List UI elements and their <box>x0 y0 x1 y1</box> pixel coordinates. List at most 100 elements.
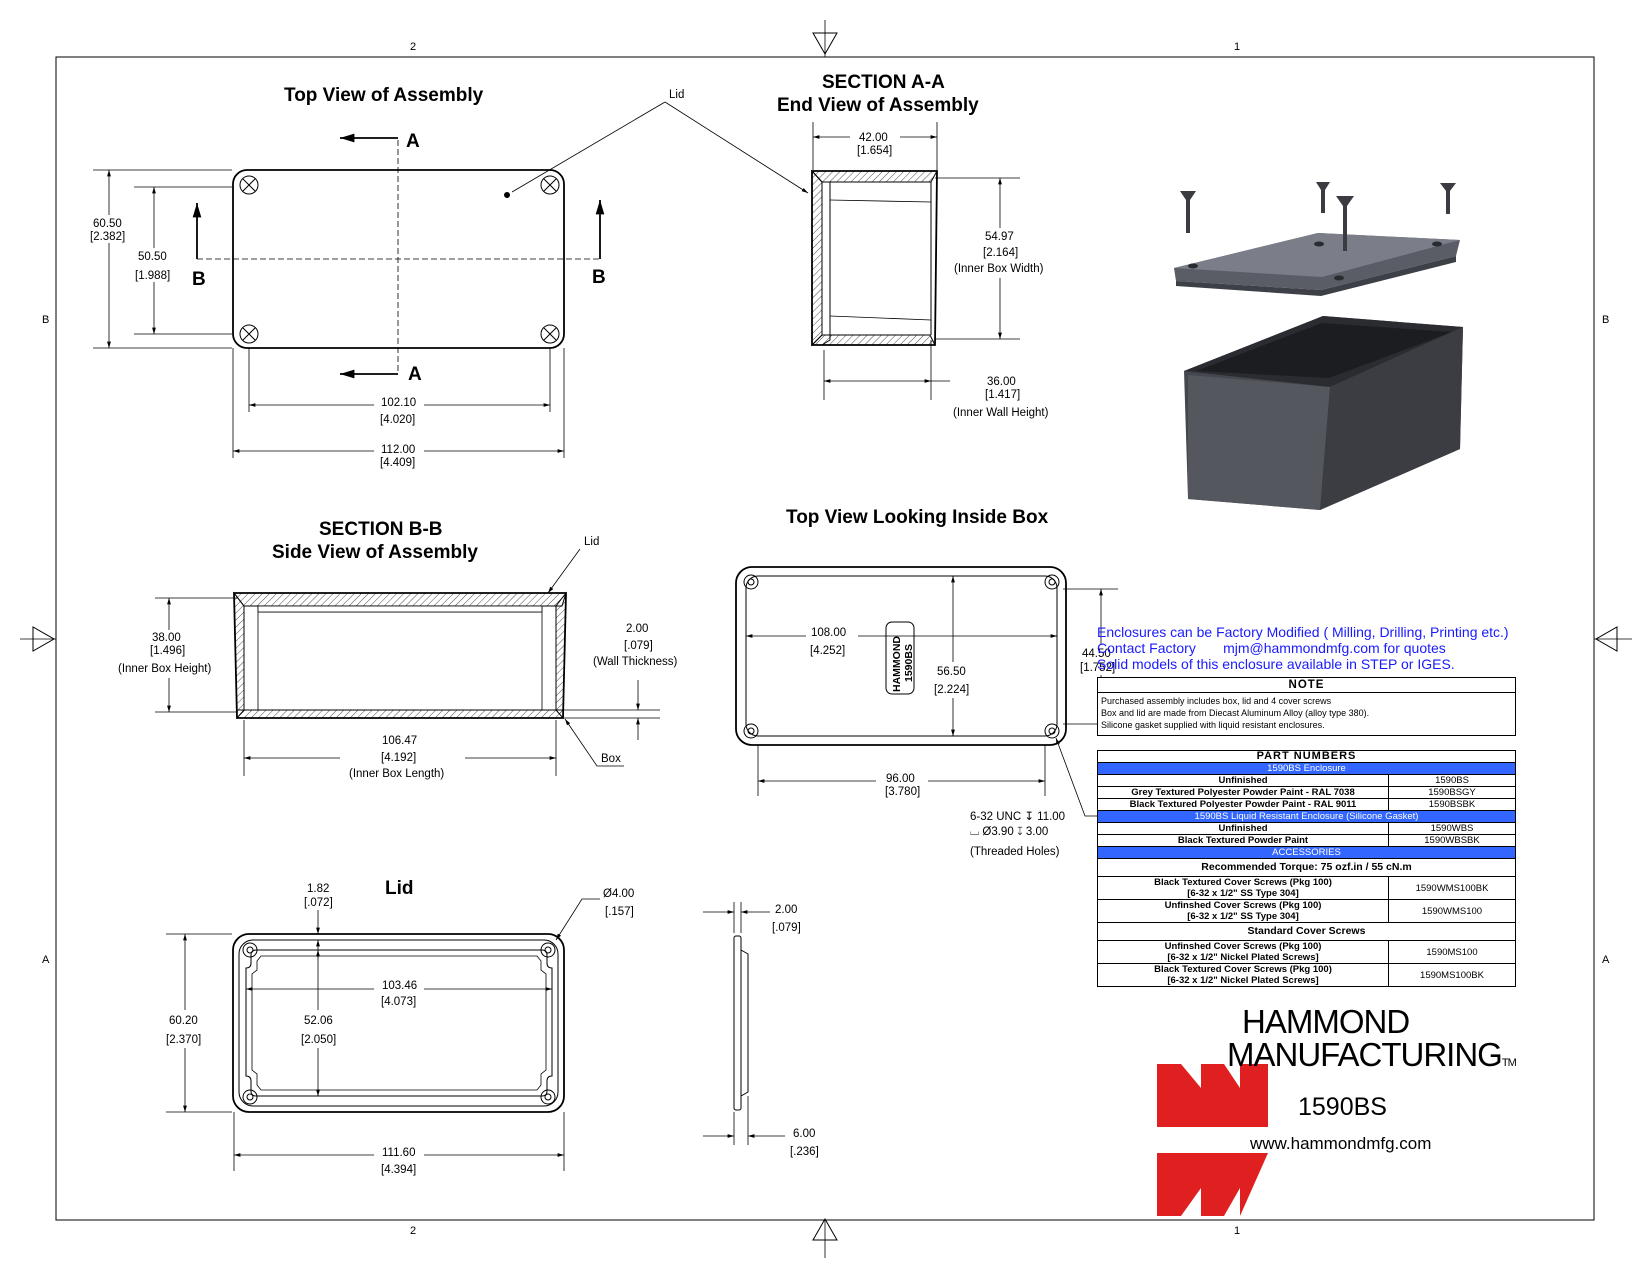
note-header: NOTE <box>1098 678 1515 693</box>
std-spec: [6-32 x 1/2" Nickel Plated Screws] <box>1167 952 1319 963</box>
part-label: Unfinished <box>1097 774 1389 787</box>
torque-spec: Recommended Torque: 75 ozf.in / 55 cN.m <box>1097 858 1516 877</box>
brand-line-1: HAMMOND <box>1242 1003 1410 1040</box>
zone-left-upper: B <box>42 314 49 326</box>
trademark: TM <box>1501 1057 1517 1069</box>
lid-dim-height-value: 60.20 <box>169 1015 198 1027</box>
lid-dim-height-inch: [2.370] <box>166 1034 201 1046</box>
note-line: Purchased assembly includes box, lid and… <box>1101 696 1332 706</box>
section-aa-title2: End View of Assembly <box>777 95 979 116</box>
part-label: Black Textured Polyester Powder Paint - … <box>1097 798 1389 811</box>
sec-aa-dim-wall-note: (Inner Wall Height) <box>953 407 1049 419</box>
dim-length-inch: [4.409] <box>380 457 415 469</box>
dim-length-value: 112.00 <box>381 444 415 456</box>
sec-aa-dim-wall-inch: [1.417] <box>985 389 1020 401</box>
zone-top-right: 1 <box>1234 41 1240 53</box>
lid-dim-inner-h-value: 52.06 <box>304 1015 333 1027</box>
lid-dim-inner-len-value: 103.46 <box>382 980 417 992</box>
part-numbers-table: PART NUMBERS 1590BS Enclosure Unfinished… <box>1097 750 1516 987</box>
inside-dim-hole-w-inch: [3.780] <box>885 786 920 798</box>
parts-group-enclosure: 1590BS Enclosure <box>1097 762 1516 775</box>
sec-bb-dim-length-value: 106.47 <box>382 735 417 747</box>
std-spec: [6-32 x 1/2" Nickel Plated Screws] <box>1167 975 1319 986</box>
table-row: Grey Textured Polyester Powder Paint - R… <box>1097 786 1516 799</box>
brand-line-2: MANUFACTURINGTM <box>1227 1036 1517 1074</box>
lid-dim-rim-value: 1.82 <box>307 883 329 895</box>
sec-aa-dim-width-note: (Inner Box Width) <box>954 263 1044 275</box>
inside-dim-width-inch: [2.224] <box>934 684 969 696</box>
note-line: Silicone gasket supplied with liquid res… <box>1101 720 1325 730</box>
threaded-note: (Threaded Holes) <box>970 846 1060 858</box>
lid-dim-hole-value: Ø4.00 <box>603 888 634 900</box>
section-b-label-left: B <box>192 269 206 290</box>
zone-left-lower: A <box>42 954 50 966</box>
inside-view-title: Top View Looking Inside Box <box>786 507 1049 528</box>
sec-bb-box-label: Box <box>601 753 621 765</box>
website-link[interactable]: www.hammondmfg.com <box>1250 1134 1432 1153</box>
lid-dim-rim-inch: [.072] <box>304 897 333 909</box>
lid-dim-thk-inch: [.079] <box>772 922 801 934</box>
contact-factory: Contact Factory <box>1097 640 1196 656</box>
sec-bb-dim-wall-value: 2.00 <box>626 623 648 635</box>
lid-dim-hole-inch: [.157] <box>605 906 634 918</box>
table-row: Black Textured Cover Screws (Pkg 100)[6-… <box>1097 876 1516 900</box>
part-number: 1590WBSBK <box>1388 834 1516 847</box>
lid-dim-thk-value: 2.00 <box>775 904 797 916</box>
note-line: Box and lid are made from Diecast Alumin… <box>1101 708 1370 718</box>
inside-dim-hole-h-value: 44.50 <box>1082 648 1111 660</box>
lid-title: Lid <box>385 878 414 899</box>
inside-dim-hole-w-value: 96.00 <box>886 773 915 785</box>
top-view-assembly: Top View of Assembly A A B B Lid 60.50 [… <box>88 85 809 469</box>
sec-bb-dim-height-inch: [1.496] <box>150 645 185 657</box>
sec-bb-dim-length-note: (Inner Box Length) <box>349 768 444 780</box>
lid-dim-total-inch: [.236] <box>790 1146 819 1158</box>
zone-bottom-left: 2 <box>410 1225 416 1237</box>
inside-stamp-brand: HAMMOND <box>891 636 903 692</box>
top-view-title: Top View of Assembly <box>284 85 484 106</box>
zone-right-upper: B <box>1602 314 1609 326</box>
section-aa-view: SECTION A-A End View of Assembly 42.00 [… <box>777 72 1055 419</box>
model-number: 1590BS <box>1298 1093 1387 1121</box>
inside-dim-hole-h-inch: [1.752] <box>1080 662 1115 674</box>
table-row: Black Textured Cover Screws (Pkg 100)[6-… <box>1097 963 1516 987</box>
dim-height-inch: [2.382] <box>90 231 125 243</box>
lid-dim-inner-h-inch: [2.050] <box>301 1034 336 1046</box>
lid-view: Lid 1.82 [.072] Ø4.00 [.157] 103.46 [4.0… <box>163 878 819 1176</box>
table-row: Unfinshed Cover Screws (Pkg 100)[6-32 x … <box>1097 940 1516 964</box>
contact-email[interactable]: mjm@hammondmfg.com for quotes <box>1223 640 1446 656</box>
sec-aa-dim-width-inch: [2.164] <box>983 247 1018 259</box>
lid-dim-length-inch: [4.394] <box>381 1164 416 1176</box>
dim-height-value: 60.50 <box>93 218 122 230</box>
part-label: Unfinished <box>1097 822 1389 835</box>
note-box: NOTE Purchased assembly includes box, li… <box>1097 677 1516 736</box>
zone-right-lower: A <box>1602 954 1610 966</box>
acc-label: Unfinshed Cover Screws (Pkg 100) <box>1164 900 1322 911</box>
part-number: 1590WMS100 <box>1388 899 1516 923</box>
inside-dim-length-value: 108.00 <box>811 627 846 639</box>
part-label: Black Textured Powder Paint <box>1097 834 1389 847</box>
section-bb-view: SECTION B-B Side View of Assembly Lid Bo… <box>115 519 678 782</box>
parts-group-liquid: 1590BS Liquid Resistant Enclosure (Silic… <box>1097 810 1516 823</box>
dim-inner-height-inch: [1.988] <box>135 270 170 282</box>
section-bb-title2: Side View of Assembly <box>272 542 478 563</box>
sec-aa-dim-top-inch: [1.654] <box>857 145 892 157</box>
zone-bottom-right: 1 <box>1234 1225 1240 1237</box>
section-a-label-top: A <box>406 131 420 152</box>
lid-holes <box>242 942 556 1105</box>
parts-header: PART NUMBERS <box>1097 750 1516 763</box>
parts-group-accessories: ACCESSORIES <box>1097 846 1516 859</box>
sec-bb-dim-length-inch: [4.192] <box>381 752 416 764</box>
inside-view: Top View Looking Inside Box HAMMOND 1590… <box>735 507 1126 858</box>
top-view-lid-label: Lid <box>669 89 684 101</box>
section-aa-title1: SECTION A-A <box>822 72 945 93</box>
acc-label: Black Textured Cover Screws (Pkg 100) <box>1154 877 1332 888</box>
lid-screws <box>239 175 560 344</box>
part-label: Grey Textured Polyester Powder Paint - R… <box>1097 786 1389 799</box>
part-number: 1590BS <box>1388 774 1516 787</box>
zone-top-left: 2 <box>410 41 416 53</box>
inside-dim-width-value: 56.50 <box>937 666 966 678</box>
sec-aa-dim-top-value: 42.00 <box>859 132 888 144</box>
